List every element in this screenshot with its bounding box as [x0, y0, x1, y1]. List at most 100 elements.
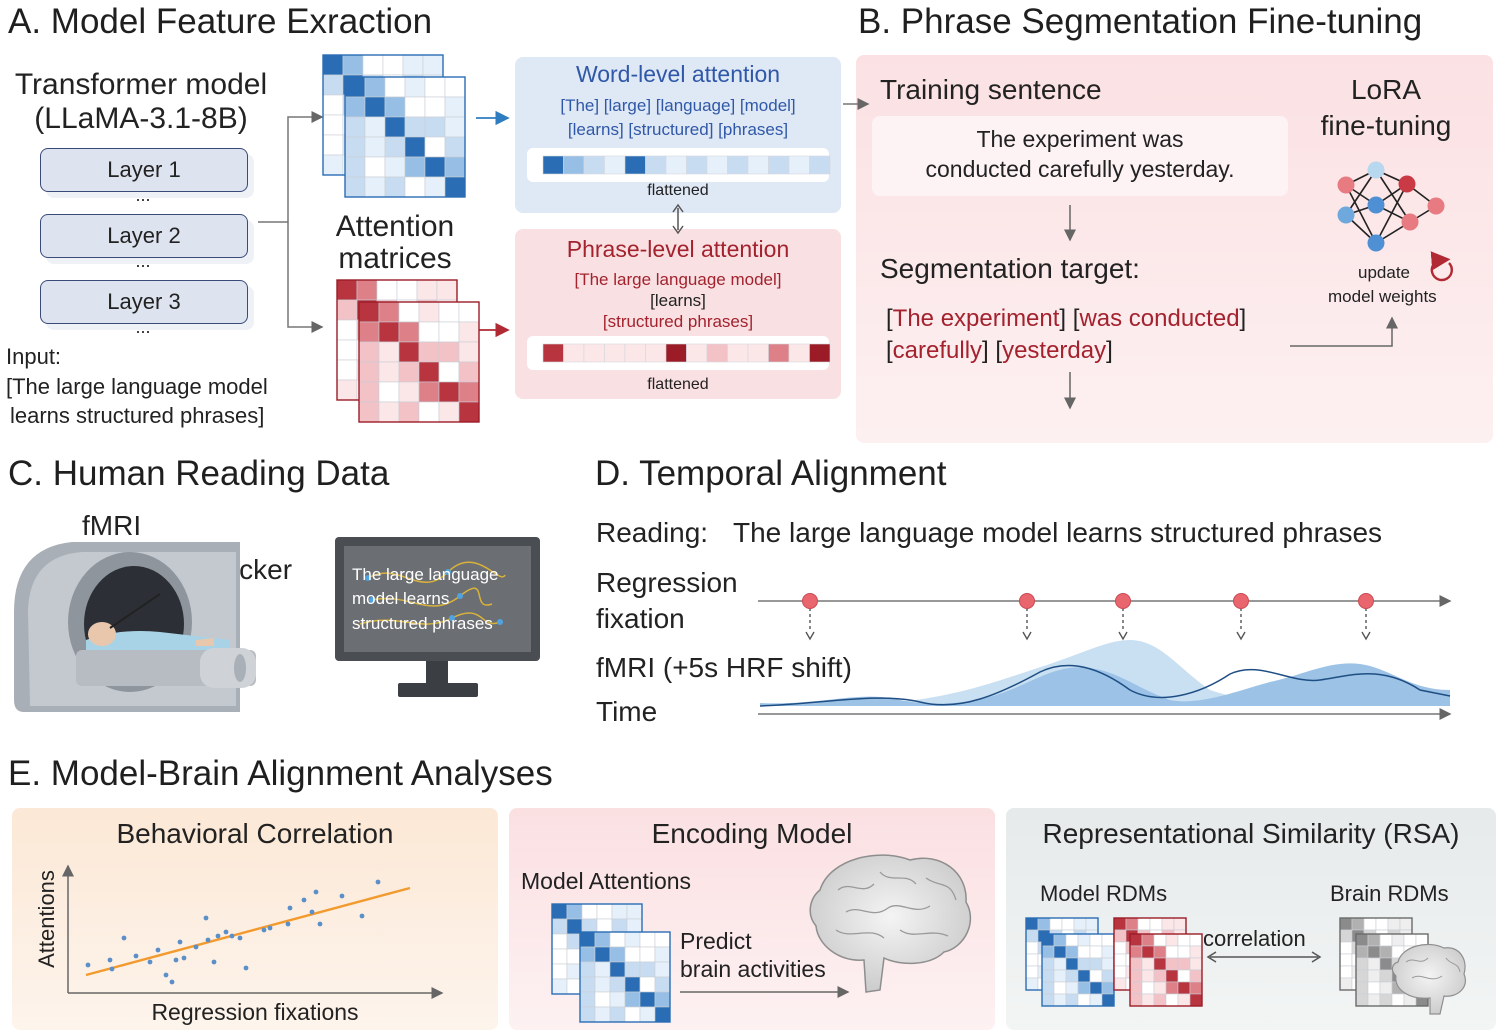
- fixation-arrowhead: [805, 631, 815, 641]
- matrix-cell: [1177, 945, 1191, 959]
- vector-cell: [686, 155, 708, 175]
- model-rdm-red: [1113, 917, 1203, 1007]
- behavioral-axes: [62, 864, 444, 999]
- panel-a-title: A. Model Feature Exraction: [8, 2, 433, 41]
- matrix-cell: [378, 341, 400, 363]
- scatter-point: [181, 955, 187, 961]
- matrix-cell: [654, 961, 671, 978]
- matrix-cell: [438, 301, 460, 323]
- matrix-cell: [1113, 941, 1127, 955]
- matrix-cell: [364, 156, 386, 178]
- matrix-cell: [1025, 953, 1039, 967]
- fixation-markers: [802, 593, 1374, 641]
- input-line1: [The large language model: [6, 374, 268, 399]
- matrix-cell: [416, 279, 438, 301]
- matrix-cell: [1379, 993, 1393, 1007]
- fixation-dot: [1233, 593, 1249, 609]
- matrix-cell: [609, 991, 626, 1008]
- word-level-title: Word-level attention: [575, 61, 781, 87]
- matrix-cell: [342, 54, 364, 76]
- matrix-cell: [1375, 917, 1389, 931]
- matrix-cell: [1129, 993, 1143, 1007]
- matrix-cell: [1137, 917, 1151, 931]
- network-node: [1367, 196, 1385, 214]
- matrix-cell: [404, 96, 426, 118]
- matrix-cell: [336, 279, 358, 301]
- matrix-cell: [458, 381, 480, 403]
- matrix-cell: [458, 301, 480, 323]
- matrix-cell: [1089, 957, 1103, 971]
- matrix-cell: [404, 176, 426, 198]
- fixation-dot: [1358, 593, 1374, 609]
- predict-line1: Predict: [680, 928, 752, 954]
- matrix-cell: [609, 961, 626, 978]
- word-attention-matrices: [322, 54, 466, 198]
- screen-line2: model learns: [352, 589, 449, 608]
- matrix-cell: [1025, 977, 1039, 991]
- matrix-cell: [1355, 981, 1369, 995]
- training-sentence-line2: conducted carefully yesterday.: [925, 156, 1235, 182]
- matrix-cell: [1367, 957, 1381, 971]
- matrix-cell: [1189, 957, 1203, 971]
- matrix-cell: [1379, 969, 1393, 983]
- training-sentence-box: [872, 116, 1288, 196]
- matrix-cell: [581, 903, 598, 920]
- matrix-cell: [551, 963, 568, 980]
- matrix-cell: [358, 381, 380, 403]
- scatter-point: [169, 979, 175, 985]
- matrix-cell: [364, 136, 386, 158]
- matrix-cell: [1141, 993, 1155, 1007]
- matrix-cell: [438, 361, 460, 383]
- vector-cell: [768, 343, 790, 363]
- matrix-cell: [398, 401, 420, 423]
- matrix-cell: [1165, 957, 1179, 971]
- scatter-point: [193, 944, 199, 950]
- seg-token: was conducted: [1079, 305, 1240, 332]
- matrix-cell: [1153, 945, 1167, 959]
- vector-cell: [645, 343, 667, 363]
- refresh-icon: [1430, 251, 1454, 282]
- attention-matrices-line2: matrices: [338, 242, 452, 275]
- seg-token: The experiment: [892, 305, 1060, 332]
- matrix-cell: [384, 156, 406, 178]
- matrix-cell: [551, 903, 568, 920]
- matrix-cell: [444, 96, 466, 118]
- matrix-cell: [398, 381, 420, 403]
- network-node: [1398, 175, 1416, 193]
- matrix-cell: [1037, 917, 1051, 931]
- matrix-cell: [1041, 969, 1055, 983]
- matrix-cell: [1367, 969, 1381, 983]
- model-name-line1: Transformer model: [14, 68, 268, 101]
- matrix-cell: [1025, 941, 1039, 955]
- matrix-cell: [1041, 981, 1055, 995]
- matrix-cell: [594, 961, 611, 978]
- matrix-cell: [1339, 965, 1353, 979]
- matrix-cell: [1165, 969, 1179, 983]
- vector-cell: [563, 343, 585, 363]
- mri-scanner-icon: [14, 542, 256, 712]
- matrix-border: [358, 301, 480, 423]
- matrix-cell: [458, 401, 480, 423]
- matrix-cell: [1355, 933, 1369, 947]
- segmentation-tokens-2: [carefully] [yesterday]: [886, 337, 1113, 364]
- matrix-cell: [358, 401, 380, 423]
- fmri-shift-label: fMRI (+5s HRF shift): [596, 652, 852, 683]
- scatter-point: [243, 965, 249, 971]
- matrix-cell: [624, 931, 641, 948]
- scatter-point: [237, 935, 243, 941]
- matrix-cell: [579, 976, 596, 993]
- matrix-cell: [444, 176, 466, 198]
- matrix-cell: [1379, 933, 1393, 947]
- layer-ellipsis: ...: [135, 317, 151, 337]
- scatter-point: [205, 937, 211, 943]
- phrase-level-tokens-1: [The large language model]: [574, 270, 782, 289]
- panel-e-title: E. Model-Brain Alignment Analyses: [8, 754, 553, 793]
- matrix-cell: [1339, 929, 1353, 943]
- vector-cell: [686, 343, 708, 363]
- matrix-cell: [1113, 929, 1127, 943]
- matrix-cell: [594, 1006, 611, 1023]
- scatter-point: [223, 929, 229, 935]
- matrix-cell: [1153, 957, 1167, 971]
- network-edge: [1345, 169, 1377, 216]
- matrix-cell: [378, 381, 400, 403]
